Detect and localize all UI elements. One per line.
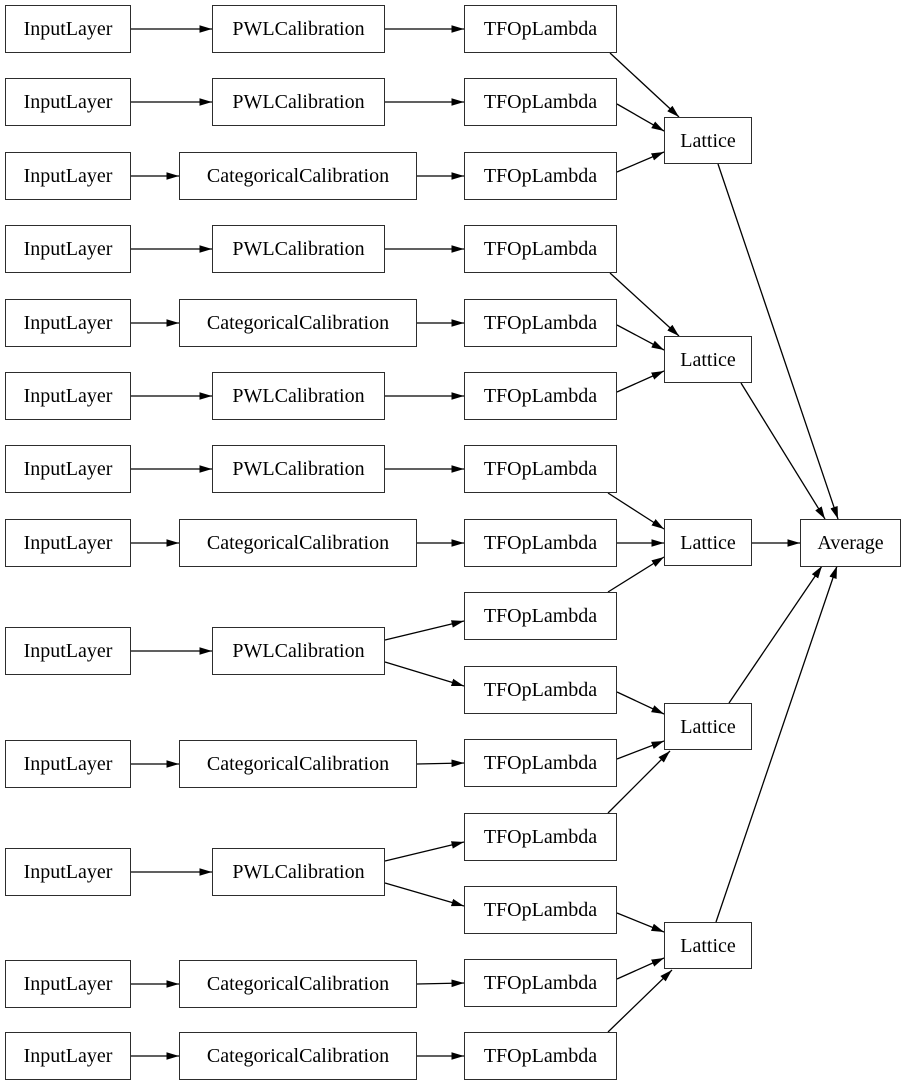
edge-t13-to-lat5 bbox=[616, 912, 665, 933]
node-lattice-lat3: Lattice bbox=[664, 519, 752, 566]
node-pwlcalibration-cal2: PWLCalibration bbox=[212, 78, 385, 126]
node-inputlayer-il1: InputLayer bbox=[5, 5, 131, 53]
node-categoricalcalibration-cal10: CategoricalCalibration bbox=[179, 740, 417, 788]
edge-cal10-to-t11 bbox=[416, 759, 465, 768]
node-lattice-lat4: Lattice bbox=[664, 703, 752, 750]
node-inputlayer-il8: InputLayer bbox=[5, 519, 131, 567]
node-tfoplambda-t3: TFOpLambda bbox=[464, 152, 617, 200]
node-tfoplambda-t6: TFOpLambda bbox=[464, 372, 617, 420]
node-tfoplambda-t7: TFOpLambda bbox=[464, 445, 617, 493]
node-inputlayer-il6: InputLayer bbox=[5, 372, 131, 420]
node-tfoplambda-t13: TFOpLambda bbox=[464, 886, 617, 934]
node-tfoplambda-t9: TFOpLambda bbox=[464, 592, 617, 640]
node-inputlayer-il3: InputLayer bbox=[5, 152, 131, 200]
node-categoricalcalibration-cal3: CategoricalCalibration bbox=[179, 152, 417, 200]
node-tfoplambda-t11: TFOpLambda bbox=[464, 739, 617, 787]
node-pwlcalibration-cal11: PWLCalibration bbox=[212, 848, 385, 896]
node-lattice-lat5: Lattice bbox=[664, 922, 752, 969]
node-inputlayer-il4: InputLayer bbox=[5, 225, 131, 273]
edge-lat4-to-avg bbox=[728, 565, 823, 704]
node-inputlayer-il11: InputLayer bbox=[5, 848, 131, 896]
node-categoricalcalibration-cal12: CategoricalCalibration bbox=[179, 960, 417, 1008]
node-tfoplambda-t2: TFOpLambda bbox=[464, 78, 617, 126]
edge-cal11-to-t13 bbox=[384, 882, 465, 907]
edge-t14-to-lat5 bbox=[616, 957, 665, 980]
edge-t12-to-lat4 bbox=[607, 750, 671, 814]
node-categoricalcalibration-cal8: CategoricalCalibration bbox=[179, 519, 417, 567]
node-tfoplambda-t4: TFOpLambda bbox=[464, 225, 617, 273]
edge-t2-to-lat1 bbox=[616, 103, 665, 132]
node-inputlayer-il13: InputLayer bbox=[5, 1032, 131, 1080]
edge-t6-to-lat2 bbox=[616, 370, 665, 393]
edge-t1-to-lat1 bbox=[609, 52, 680, 118]
edge-t5-to-lat2 bbox=[616, 324, 665, 351]
node-tfoplambda-t14: TFOpLambda bbox=[464, 959, 617, 1007]
edge-lat2-to-avg bbox=[740, 382, 826, 520]
node-pwlcalibration-cal6: PWLCalibration bbox=[212, 372, 385, 420]
node-inputlayer-il2: InputLayer bbox=[5, 78, 131, 126]
edge-t15-to-lat5 bbox=[607, 969, 673, 1033]
node-pwlcalibration-cal1: PWLCalibration bbox=[212, 5, 385, 53]
node-categoricalcalibration-cal5: CategoricalCalibration bbox=[179, 299, 417, 347]
node-pwlcalibration-cal7: PWLCalibration bbox=[212, 445, 385, 493]
node-tfoplambda-t12: TFOpLambda bbox=[464, 813, 617, 861]
edge-cal9-to-t10 bbox=[384, 661, 465, 687]
node-inputlayer-il10: InputLayer bbox=[5, 740, 131, 788]
edge-cal9-to-t9 bbox=[384, 620, 465, 641]
node-categoricalcalibration-cal13: CategoricalCalibration bbox=[179, 1032, 417, 1080]
node-inputlayer-il7: InputLayer bbox=[5, 445, 131, 493]
node-tfoplambda-t15: TFOpLambda bbox=[464, 1032, 617, 1080]
node-tfoplambda-t10: TFOpLambda bbox=[464, 666, 617, 714]
node-pwlcalibration-cal9: PWLCalibration bbox=[212, 627, 385, 675]
node-tfoplambda-t8: TFOpLambda bbox=[464, 519, 617, 567]
node-tfoplambda-t1: TFOpLambda bbox=[464, 5, 617, 53]
edge-t11-to-lat4 bbox=[616, 740, 665, 760]
node-inputlayer-il9: InputLayer bbox=[5, 627, 131, 675]
edge-t4-to-lat2 bbox=[609, 272, 680, 337]
edge-t3-to-lat1 bbox=[616, 151, 665, 173]
node-inputlayer-il12: InputLayer bbox=[5, 960, 131, 1008]
node-inputlayer-il5: InputLayer bbox=[5, 299, 131, 347]
node-average-avg: Average bbox=[800, 519, 901, 567]
node-lattice-lat2: Lattice bbox=[664, 336, 752, 383]
node-pwlcalibration-cal4: PWLCalibration bbox=[212, 225, 385, 273]
node-lattice-lat1: Lattice bbox=[664, 117, 752, 164]
edge-t10-to-lat4 bbox=[616, 691, 665, 715]
node-tfoplambda-t5: TFOpLambda bbox=[464, 299, 617, 347]
edge-cal11-to-t12 bbox=[384, 841, 465, 862]
edge-cal12-to-t14 bbox=[416, 979, 465, 988]
